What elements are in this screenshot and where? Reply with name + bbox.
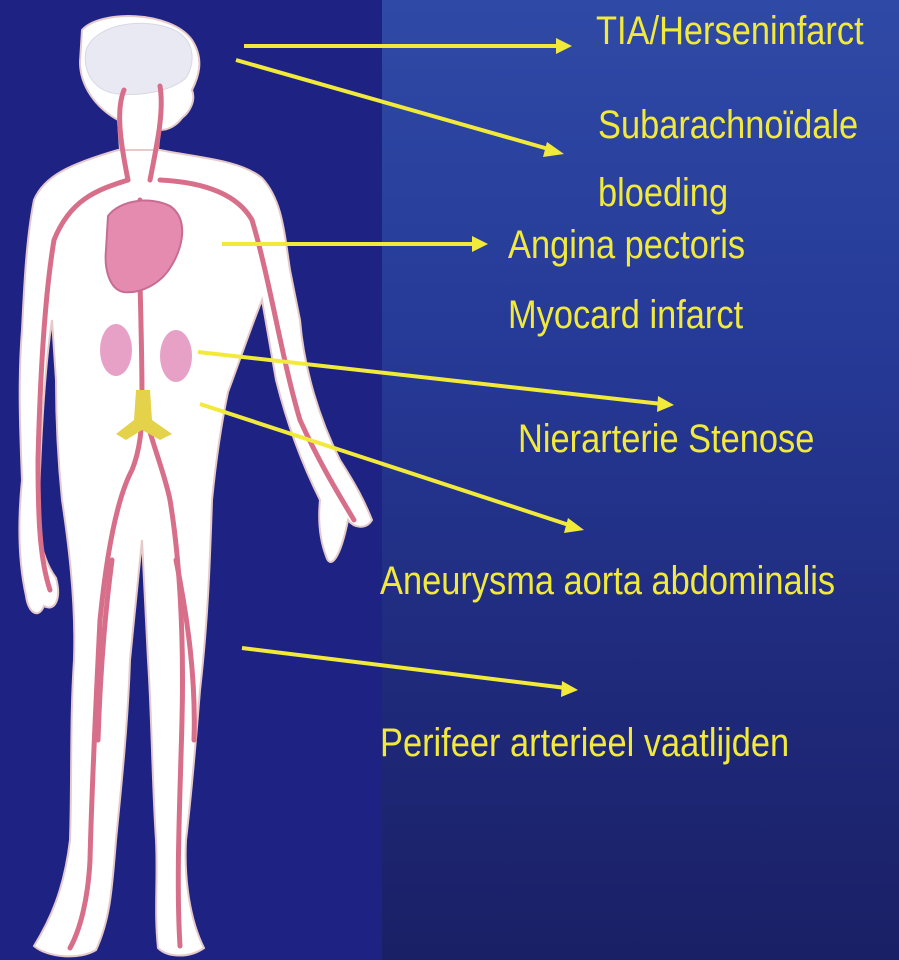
label-aneurysma: Aneurysma aorta abdominalis bbox=[380, 560, 835, 602]
label-tia: TIA/Herseninfarct bbox=[596, 10, 864, 52]
arrow-aneurysma bbox=[200, 404, 572, 526]
label-sab-line2: bloeding bbox=[598, 172, 728, 214]
label-sab-line1: Subarachnoïdale bbox=[598, 104, 858, 146]
brain-shape bbox=[85, 23, 192, 94]
arrow-nier bbox=[198, 352, 662, 404]
human-body-figure bbox=[19, 16, 372, 956]
label-myocard: Myocard infarct bbox=[508, 294, 743, 336]
right-kidney bbox=[160, 330, 192, 382]
label-angina: Angina pectoris bbox=[508, 224, 745, 266]
arrow-perifeer bbox=[242, 648, 566, 688]
left-kidney bbox=[100, 324, 132, 376]
label-nier: Nierarterie Stenose bbox=[518, 418, 814, 460]
label-perifeer: Perifeer arterieel vaatlijden bbox=[380, 722, 789, 764]
arrow-sab bbox=[236, 60, 552, 150]
